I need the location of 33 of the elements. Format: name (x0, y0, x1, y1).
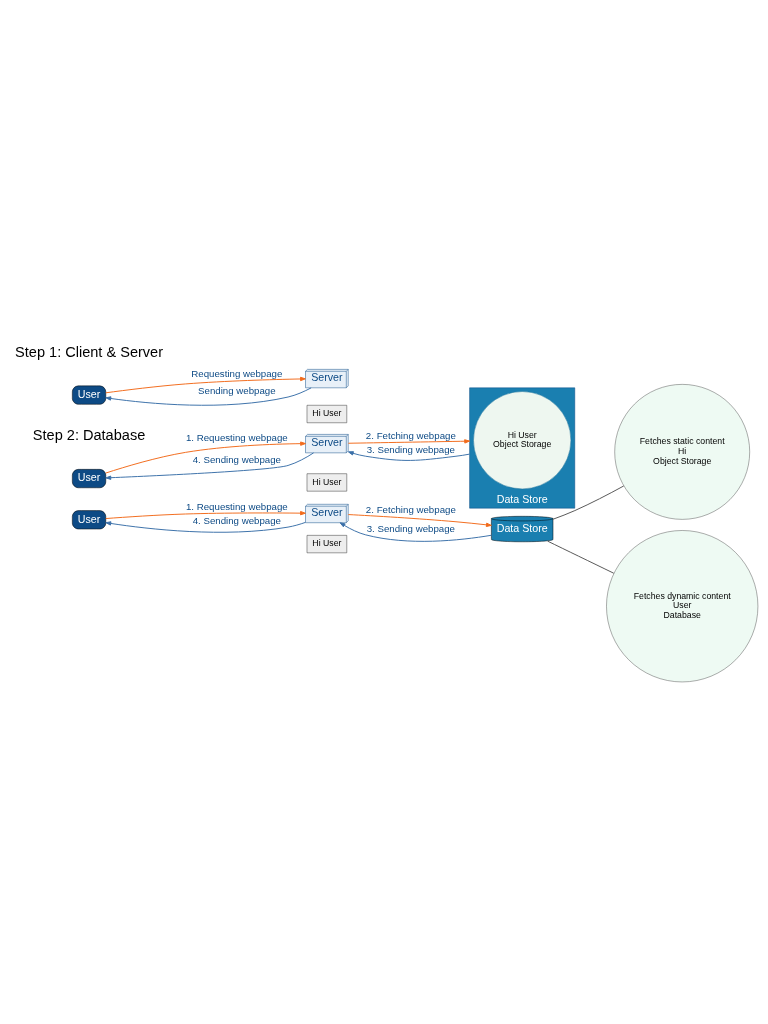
arrow (347, 451, 471, 461)
arrow (105, 441, 306, 474)
node-box: User (72, 510, 107, 530)
edge-label: 4. Sending webpage (192, 515, 282, 527)
edge-label: 3. Sending webpage (366, 444, 456, 456)
arrow (105, 510, 306, 520)
label: Hi User (312, 476, 342, 487)
connector (552, 485, 625, 520)
label: Hi User (312, 538, 342, 549)
arrow (347, 514, 492, 527)
arrow (105, 452, 315, 480)
arrow (105, 376, 306, 394)
node-circle: Fetches dynamic content User Database (606, 530, 759, 683)
edge-label: 1. Requesting webpage (185, 432, 288, 444)
edge-label: Requesting webpage (191, 367, 283, 379)
node-box: User (72, 469, 107, 489)
edge-label: 2. Fetching webpage (365, 503, 456, 515)
label: Step 1: Client & Server (15, 343, 164, 360)
node-circle: Hi User Object Storage (473, 391, 572, 490)
arrow (105, 387, 312, 406)
node-circle: Fetches static content Hi Object Storage (614, 384, 750, 520)
label: Step 2: Database (32, 427, 146, 444)
node-box: User (72, 385, 107, 405)
edge-label: 4. Sending webpage (192, 453, 282, 465)
label: Hi User (312, 408, 342, 419)
edge-label: Sending webpage (198, 385, 276, 397)
arrow (105, 521, 306, 533)
edge-label: 3. Sending webpage (366, 522, 456, 534)
edge-label: 2. Fetching webpage (365, 429, 456, 441)
arrow (347, 439, 471, 444)
edge-label: 1. Requesting webpage (185, 500, 288, 512)
connector (547, 540, 615, 574)
arrow (339, 522, 492, 542)
